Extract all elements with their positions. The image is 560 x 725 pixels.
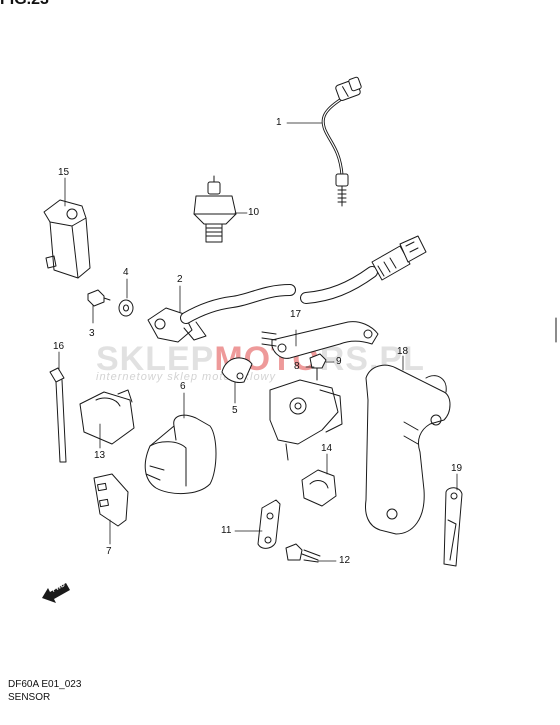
part-7-plate	[94, 474, 128, 526]
part-5-clamp	[222, 358, 252, 383]
part-10-pressure-switch	[194, 176, 236, 242]
part-11-stay	[258, 500, 280, 548]
callout-11: 11	[221, 525, 232, 536]
callout-19: 19	[451, 463, 463, 474]
part-9-bolt	[310, 354, 326, 380]
diagram-code: DF60A E01_023	[8, 679, 82, 690]
callout-8: 8	[294, 361, 300, 372]
part-16-cable-tie	[50, 368, 66, 462]
part-3-bolt	[88, 290, 110, 306]
fwd-arrow-icon	[42, 583, 70, 603]
part-14-clamp	[302, 470, 336, 506]
callout-9: 9	[336, 356, 342, 367]
callout-7: 7	[106, 546, 112, 557]
leader-lines	[59, 123, 457, 561]
callout-10: 10	[248, 207, 260, 218]
part-18-bracket	[366, 365, 450, 534]
figure-title: FIG.23	[0, 0, 49, 9]
part-1-sensor-lead	[323, 77, 362, 206]
callout-12: 12	[339, 555, 351, 566]
callout-3: 3	[89, 328, 95, 339]
callout-14: 14	[321, 443, 333, 454]
callout-2: 2	[177, 274, 183, 285]
callout-15: 15	[58, 167, 70, 178]
callout-4: 4	[123, 267, 129, 278]
part-17-link	[262, 322, 378, 359]
callout-13: 13	[94, 450, 106, 461]
part-19-strap	[444, 488, 462, 566]
callout-16: 16	[53, 341, 65, 352]
watermark-brand-a: SKLEP	[96, 340, 215, 378]
part-4-washer	[119, 300, 133, 316]
callout-1: 1	[276, 117, 282, 128]
callout-5: 5	[232, 405, 238, 416]
part-12-bolt	[286, 544, 320, 562]
part-6-cover	[145, 415, 216, 493]
callout-6: 6	[180, 381, 186, 392]
part-13-clamp	[80, 390, 134, 444]
callout-18: 18	[397, 346, 409, 357]
part-8-holder	[270, 380, 342, 460]
part-2-sensor	[148, 236, 426, 342]
diagram-name: SENSOR	[8, 692, 51, 703]
part-15-clip	[44, 200, 90, 278]
callout-17: 17	[290, 309, 302, 320]
